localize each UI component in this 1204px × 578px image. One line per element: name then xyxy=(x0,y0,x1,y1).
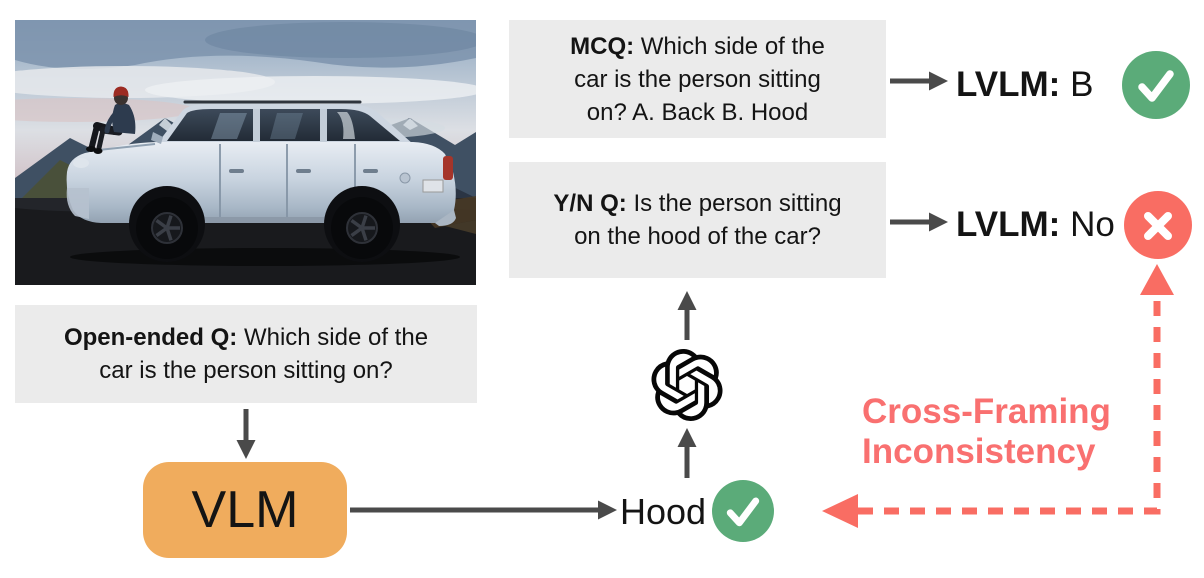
mcq-question-text: MCQ: Which side of the car is the person… xyxy=(564,30,832,129)
photo-illustration xyxy=(0,20,485,285)
lvlm-label: LVLM: xyxy=(956,65,1061,104)
open-ended-question-body: Which side of the car is the person sitt… xyxy=(99,324,429,384)
cross-framing-annotation: Cross-Framing Inconsistency xyxy=(862,392,1111,472)
cross-framing-annotation-line1: Cross-Framing xyxy=(862,392,1111,431)
lvlm-answer-mcq-value: B xyxy=(1070,65,1094,104)
yes-no-question-prefix: Y/N Q: xyxy=(553,190,627,217)
open-ended-question-prefix: Open-ended Q: xyxy=(63,324,238,351)
open-ended-question-text: Open-ended Q: Which side of the car is t… xyxy=(50,321,442,387)
vlm-answer-label: Hood xyxy=(620,491,707,532)
check-icon xyxy=(712,480,774,542)
yes-no-question-body: Is the person sitting on the hood of the… xyxy=(574,190,842,250)
vlm-node-label: VLM xyxy=(191,481,299,539)
cross-icon xyxy=(1124,191,1192,259)
yes-no-question-box: Y/N Q: Is the person sitting on the hood… xyxy=(509,162,886,278)
mcq-question-prefix: MCQ: xyxy=(570,32,635,60)
check-icon xyxy=(1122,51,1190,119)
mcq-question-box: MCQ: Which side of the car is the person… xyxy=(509,20,886,138)
mcq-question-body: Which side of the car is the person sitt… xyxy=(574,32,825,126)
lvlm-answer-yes-no-value: No xyxy=(1070,205,1115,244)
yes-no-question-text: Y/N Q: Is the person sitting on the hood… xyxy=(552,187,844,253)
person-on-hood xyxy=(86,86,136,154)
lvlm-answer-yes-no: LVLM: No xyxy=(956,191,1115,259)
cross-framing-annotation-line2: Inconsistency xyxy=(862,432,1096,471)
open-ended-question-box: Open-ended Q: Which side of the car is t… xyxy=(15,305,477,403)
scene-photo xyxy=(0,20,485,285)
lvlm-answer-mcq: LVLM: B xyxy=(956,51,1093,119)
vlm-node: VLM xyxy=(143,462,347,558)
openai-logo-icon xyxy=(651,349,723,422)
lvlm-label: LVLM: xyxy=(956,205,1061,244)
